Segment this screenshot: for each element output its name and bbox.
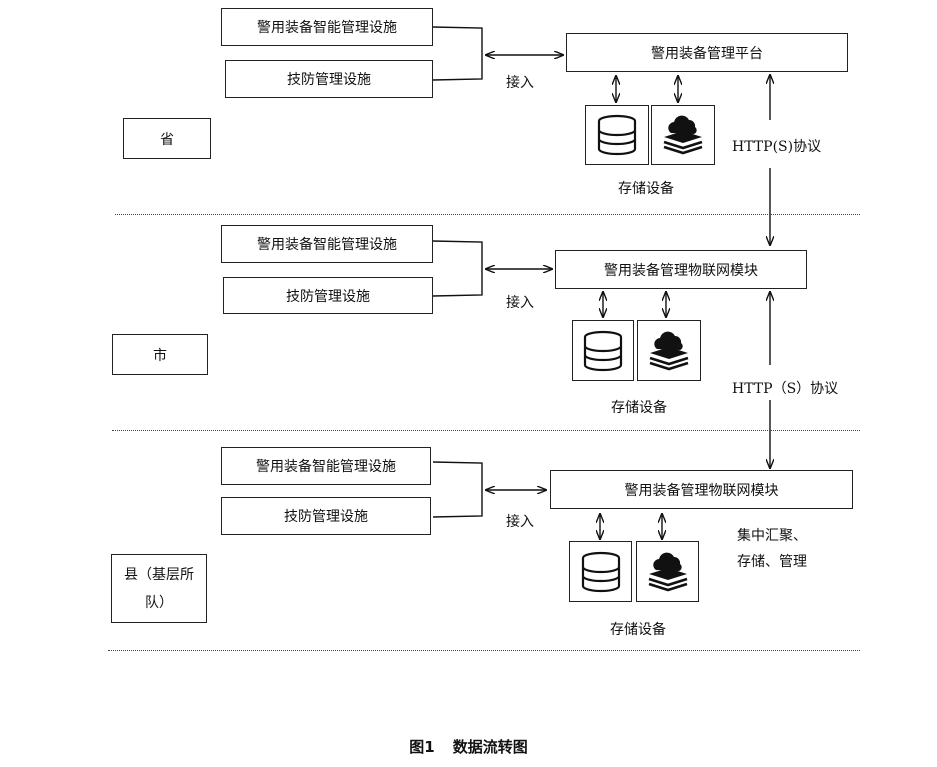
http-label-province: HTTP(S)协议 [732,139,822,155]
figure-number: 图1 [409,738,435,756]
central-label-2: 存储、管理 [737,554,807,570]
level-city-label: 市 [153,347,167,364]
province-cloud-box [651,105,715,165]
province-database-box [585,105,649,165]
figure-title: 数据流转图 [452,738,528,756]
city-database-box [572,320,634,381]
county-iot-module-box: 警用装备管理物联网模块 [550,470,853,509]
province-platform-label: 警用装备管理平台 [651,45,763,62]
county-bracket [432,461,483,518]
separator-bottom [108,650,860,651]
separator-province-city [115,214,860,215]
database-icon [583,330,623,371]
city-access-label: 接入 [506,295,534,311]
figure-caption: 图1 数据流转图 [0,736,937,757]
county-tech-defense-label: 技防管理设施 [284,509,368,525]
county-cloud-box [636,541,699,602]
city-bracket [432,240,483,297]
city-cloud-box [637,320,701,381]
city-tech-defense-box: 技防管理设施 [223,277,433,314]
province-platform-box: 警用装备管理平台 [566,33,848,72]
province-access-label: 接入 [506,75,534,91]
city-iot-module-box: 警用装备管理物联网模块 [555,250,807,289]
province-smart-mgmt-box: 警用装备智能管理设施 [221,8,433,46]
province-smart-mgmt-label: 警用装备智能管理设施 [257,20,397,36]
cloud-stack-icon [649,331,689,370]
city-smart-mgmt-label: 警用装备智能管理设施 [257,237,397,253]
province-bracket [432,26,483,81]
central-label-1: 集中汇聚、 [737,528,807,544]
separator-city-county [112,430,860,431]
level-county-label-1: 县（基层所 [124,566,194,583]
county-storage-label: 存储设备 [610,622,666,638]
county-smart-mgmt-label: 警用装备智能管理设施 [256,459,396,475]
county-database-box [569,541,632,602]
city-smart-mgmt-box: 警用装备智能管理设施 [221,225,433,263]
http-label-city: HTTP（S）协议 [732,381,839,397]
province-storage-label: 存储设备 [618,181,674,197]
province-tech-defense-box: 技防管理设施 [225,60,433,98]
county-iot-module-label: 警用装备管理物联网模块 [624,482,779,499]
level-city: 市 [112,334,208,375]
county-smart-mgmt-box: 警用装备智能管理设施 [221,447,431,485]
level-province-label: 省 [160,131,174,148]
database-icon [581,551,620,592]
level-county-label-2: 队） [145,594,173,611]
database-icon [597,114,637,156]
county-access-label: 接入 [506,514,534,530]
cloud-stack-icon [663,115,703,155]
level-county: 县（基层所 队） [111,554,207,623]
cloud-stack-icon [648,552,687,591]
province-tech-defense-label: 技防管理设施 [287,72,371,88]
city-iot-module-label: 警用装备管理物联网模块 [604,262,758,279]
level-province: 省 [123,118,211,159]
city-tech-defense-label: 技防管理设施 [286,288,370,305]
county-tech-defense-box: 技防管理设施 [221,497,431,535]
city-storage-label: 存储设备 [611,400,667,416]
